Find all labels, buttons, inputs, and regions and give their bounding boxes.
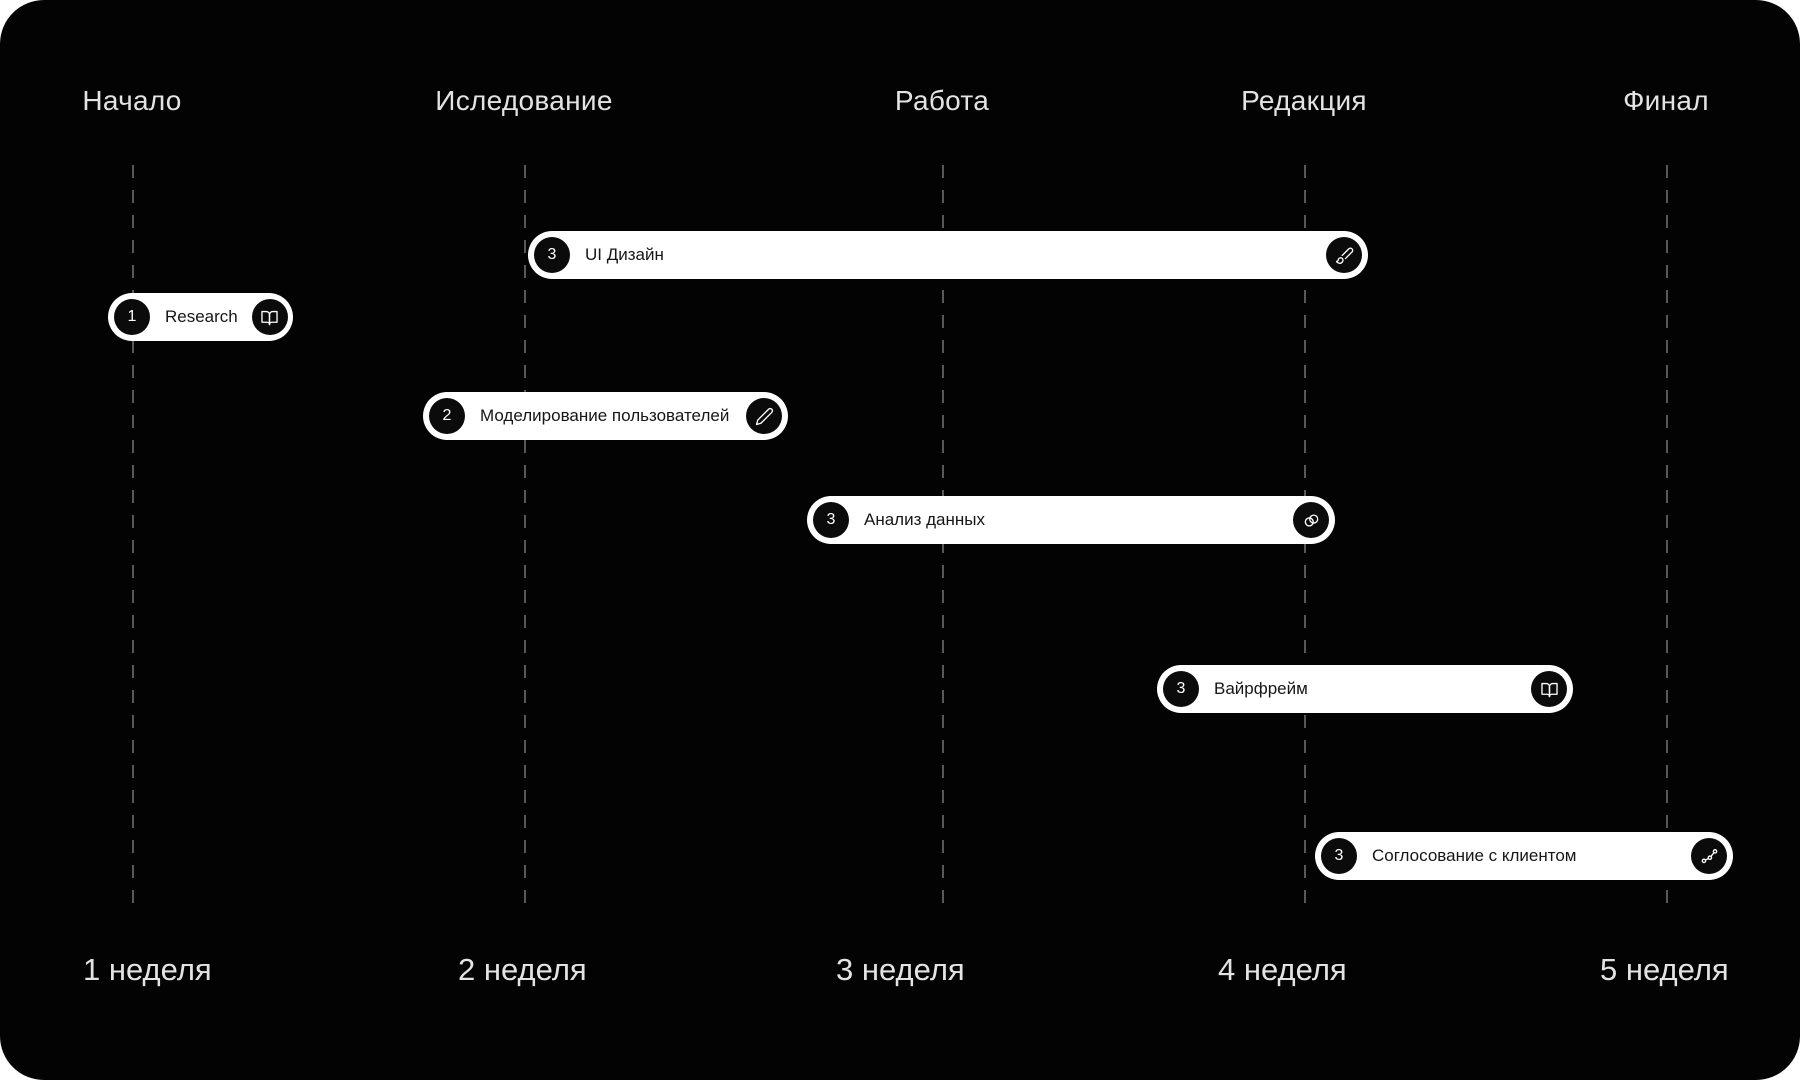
task-label: Моделирование пользователей	[480, 406, 730, 425]
book-open-icon[interactable]	[1531, 671, 1567, 707]
task-count-badge: 3	[813, 502, 849, 538]
task-pill[interactable]: 3 Анализ данных	[807, 496, 1335, 544]
pencil-icon[interactable]	[746, 398, 782, 434]
week-label: 5 неделя	[1600, 952, 1729, 987]
task-label: Вайрфрейм	[1214, 679, 1308, 698]
phase-header: Финал	[1623, 85, 1709, 116]
task-count-badge: 1	[114, 299, 150, 335]
task-label: Research	[165, 307, 238, 326]
phase-header: Редакция	[1241, 85, 1367, 116]
task-pill[interactable]: 3 Соглосование с клиентом	[1315, 832, 1733, 880]
line-chart-icon[interactable]	[1691, 838, 1727, 874]
task-pill[interactable]: 3 UI Дизайн	[528, 231, 1368, 279]
task-count-badge: 3	[1163, 671, 1199, 707]
week-label: 1 неделя	[83, 952, 212, 987]
phase-header: Иследование	[435, 85, 613, 116]
linked-circles-icon[interactable]	[1293, 502, 1329, 538]
task-count-badge: 3	[534, 237, 570, 273]
task-label: Анализ данных	[864, 510, 985, 529]
phase-header: Работа	[894, 85, 990, 116]
phase-header: Начало	[82, 85, 182, 116]
task-label: UI Дизайн	[585, 245, 664, 264]
task-count-badge: 2	[429, 398, 465, 434]
week-grid-line	[132, 165, 134, 915]
task-label: Соглосование с клиентом	[1372, 846, 1577, 865]
week-label: 2 неделя	[458, 952, 587, 987]
task-count-badge: 3	[1321, 838, 1357, 874]
week-label: 4 неделя	[1218, 952, 1347, 987]
task-pill[interactable]: 2 Моделирование пользователей	[423, 392, 788, 440]
task-pill[interactable]: 3 Вайрфрейм	[1157, 665, 1573, 713]
week-grid-line	[524, 165, 526, 915]
task-pill[interactable]: 1 Research	[108, 293, 293, 341]
week-label: 3 неделя	[836, 952, 965, 987]
book-open-icon[interactable]	[251, 299, 288, 335]
paintbrush-icon[interactable]	[1326, 237, 1362, 273]
week-grid-line	[1666, 165, 1668, 915]
